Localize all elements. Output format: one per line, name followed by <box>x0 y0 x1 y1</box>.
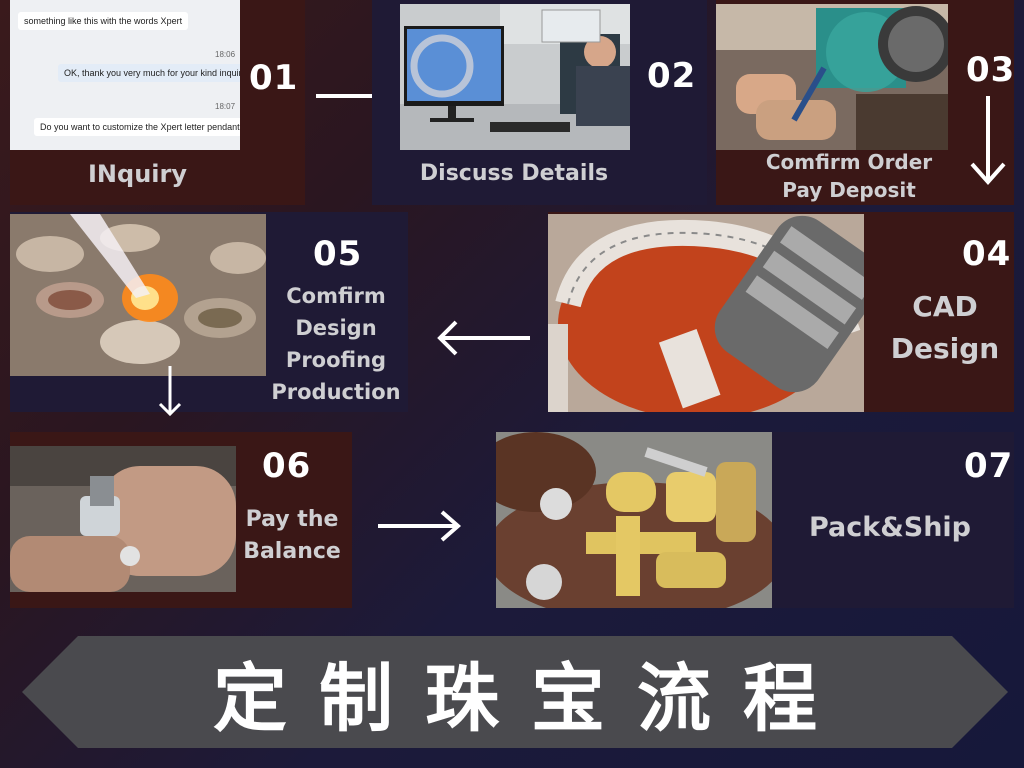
step-06-number: 06 <box>262 446 312 486</box>
confirm-order-photo <box>716 4 948 150</box>
jewelry-hands-photo <box>496 432 772 608</box>
step-03-label-line: Pay Deposit <box>782 178 916 202</box>
arrow-down-icon <box>158 366 182 417</box>
step-04-label-line: CAD <box>912 290 978 323</box>
chat-timestamp: 18:06 <box>215 50 236 59</box>
step-06-label-line: Balance <box>243 539 341 564</box>
step-05-label-line: Design <box>295 316 377 340</box>
step-04-label: CAD Design <box>880 286 1010 370</box>
step-01-label: INquiry <box>88 160 187 188</box>
discuss-details-photo <box>400 4 630 150</box>
cad-design-photo <box>548 214 864 412</box>
step-05-label-line: Production <box>271 380 401 404</box>
step-06-label-line: Pay the <box>245 507 339 532</box>
title-banner: 定制珠宝流程 <box>22 636 1008 748</box>
step-06-label: Pay the Balance <box>236 504 348 568</box>
step-03-label-line: Comfirm Order <box>765 150 933 174</box>
step-05-label-line: Comfirm <box>286 284 386 308</box>
step-02-label: Discuss Details <box>419 161 609 186</box>
page-title: 定制珠宝流程 <box>213 655 849 742</box>
step-05-number: 05 <box>313 234 363 274</box>
step-03-number: 03 <box>966 50 1016 90</box>
step-07-label: Pack&Ship <box>808 512 972 543</box>
step-07-number: 07 <box>964 446 1014 486</box>
arrow-left-icon <box>437 320 530 356</box>
pay-balance-photo <box>10 446 236 592</box>
chat-message: Do you want to customize the Xpert lette… <box>34 118 240 136</box>
arrow-right-icon <box>378 510 462 542</box>
chat-timestamp: 18:07 <box>215 102 236 111</box>
step-05-label-line: Proofing <box>285 348 387 372</box>
arrow-down-icon <box>970 96 1006 186</box>
banner-arrow-shape <box>22 636 1008 748</box>
step-03-label: Comfirm Order Pay Deposit <box>754 148 944 204</box>
step-04-label-line: Design <box>890 332 1000 365</box>
step-05-label: Comfirm Design Proofing Production <box>266 280 406 408</box>
chat-message: something like this with the words Xpert <box>18 12 189 30</box>
step-02-number: 02 <box>647 56 697 96</box>
chat-message: OK, thank you very much for your kind in… <box>58 64 240 82</box>
step-04-number: 04 <box>962 234 1012 274</box>
casting-photo <box>10 214 266 376</box>
step-01-number: 01 <box>249 58 299 98</box>
inquiry-chat-photo: something like this with the words Xpert… <box>10 0 240 150</box>
